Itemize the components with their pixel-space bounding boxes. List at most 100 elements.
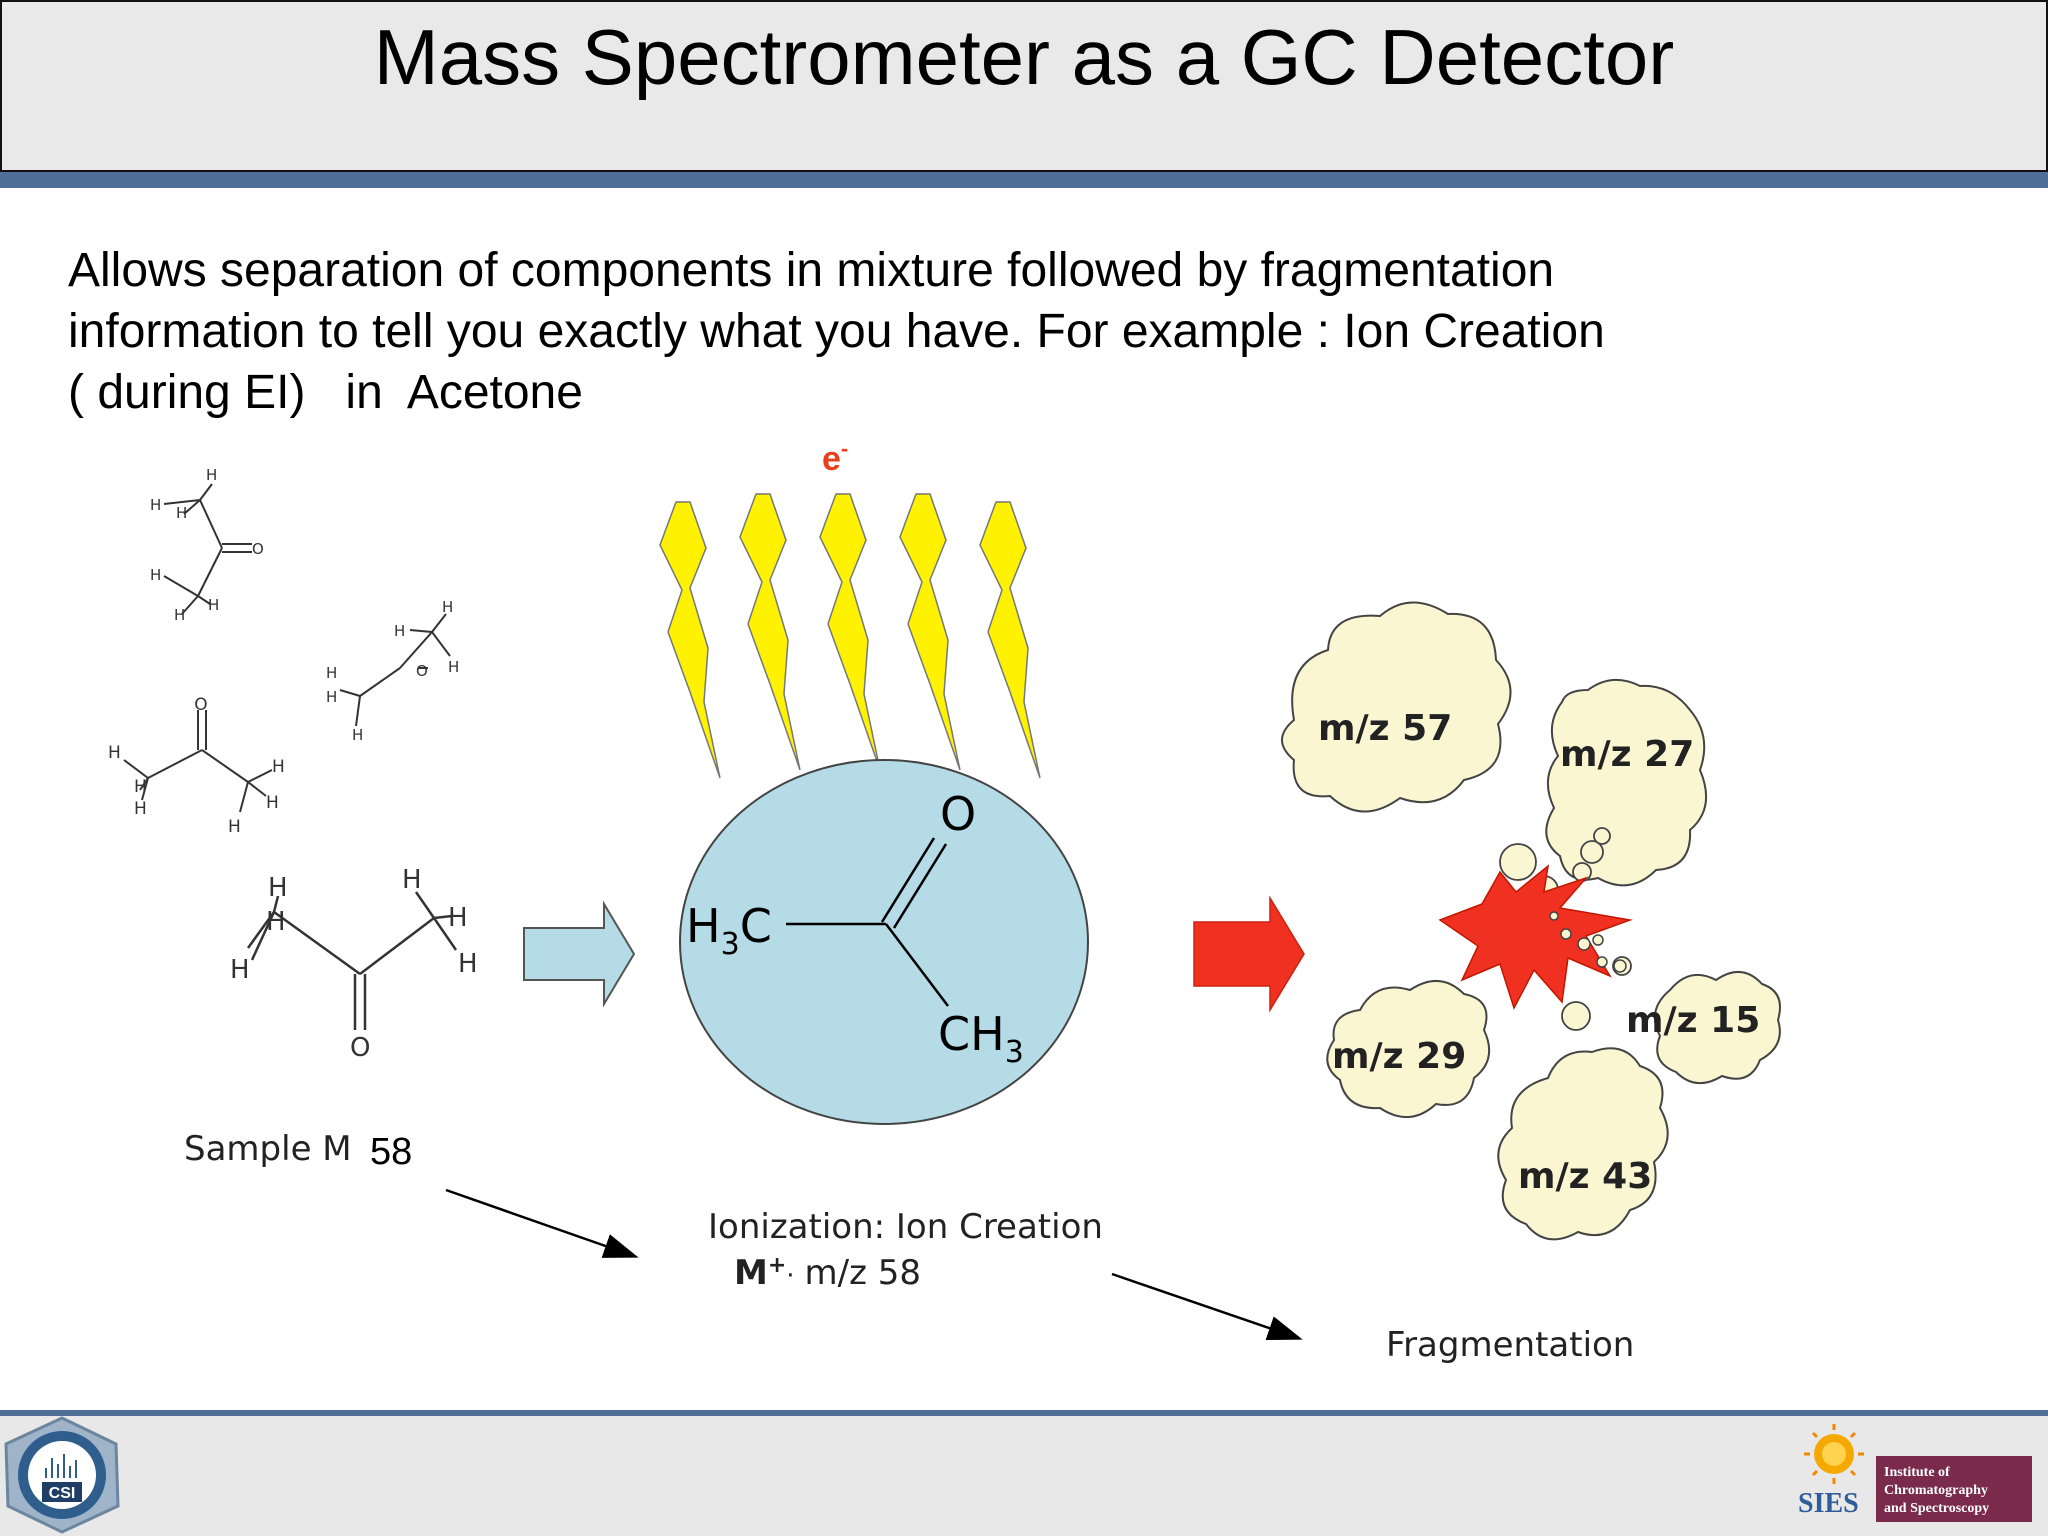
csi-logo-label-bg — [42, 1482, 82, 1502]
fragment-label-27: m/z 27 — [1560, 734, 1694, 775]
methyl-left-h: H — [686, 899, 721, 953]
cloud-shape — [1497, 1047, 1669, 1241]
methyl-right-ch: CH — [938, 1007, 1005, 1061]
atom-h: H — [176, 504, 187, 522]
electron-charge: - — [841, 436, 848, 461]
atom-h: H — [326, 664, 337, 682]
title-bar — [0, 0, 2048, 172]
electron-label: e- — [822, 436, 848, 478]
sample-to-ionization-arrow — [445, 1188, 639, 1258]
slide-title: Mass Spectrometer as a GC Detector — [373, 13, 1675, 101]
cloud-shape — [1281, 601, 1512, 813]
ionization-caption: Ionization: Ion Creation — [708, 1207, 1103, 1247]
accent-divider-bottom — [0, 1410, 2048, 1416]
atom-h: H — [228, 817, 241, 837]
acetone-molecule-3 — [123, 710, 273, 813]
intro-line-1: Allows separation of components in mixtu… — [68, 244, 1555, 297]
csi-logo: CSI — [4, 1416, 120, 1534]
ionization-to-fragmentation-arrow — [1111, 1272, 1303, 1341]
intro-line-3: ( during EI) in Acetone — [68, 366, 583, 419]
atom-h: H — [448, 658, 459, 676]
atom-h: H — [394, 622, 405, 640]
electron-beam — [659, 493, 1041, 779]
acetone-molecule-2 — [339, 613, 451, 727]
sample-mass: 58 — [370, 1131, 412, 1173]
acetone-molecule-1 — [163, 483, 252, 615]
intro-line-2: information to tell you exactly what you… — [68, 305, 1605, 358]
csi-logo-text: CSI — [49, 1485, 76, 1502]
lightning-bolt-icon — [659, 501, 721, 779]
sies-logo: SIES Institute of Chromatography and Spe… — [1798, 1424, 2032, 1522]
atom-o: O — [194, 695, 207, 715]
sun-icon — [1804, 1424, 1864, 1484]
atom-h: H — [458, 949, 478, 979]
footer-bar — [0, 1416, 2048, 1536]
methyl-left-sub: 3 — [721, 927, 740, 962]
explosion-burst — [1438, 864, 1633, 1010]
atom-h: H — [206, 466, 217, 484]
atom-o: O — [252, 540, 264, 558]
fragment-label-57: m/z 57 — [1318, 708, 1452, 749]
ion-symbol: M — [734, 1253, 768, 1293]
acetone-molecule-4-atoms: H H H H H H O — [230, 865, 478, 1063]
electron-symbol: e — [822, 440, 841, 478]
lightning-bolt-icon — [739, 493, 801, 771]
atom-h: H — [268, 873, 288, 903]
fragment-label-15: m/z 15 — [1626, 1000, 1760, 1041]
cloud-shape — [1545, 679, 1707, 887]
burst-particles — [1549, 911, 1627, 973]
lightning-bolt-icon — [819, 493, 881, 771]
carbonyl-oxygen-label: O — [940, 787, 976, 841]
atom-h: H — [108, 743, 121, 763]
atom-h: H — [150, 496, 161, 514]
methyl-left-c: C — [740, 899, 772, 953]
sies-caption-line-1: Institute of — [1884, 1465, 1950, 1480]
fragment-clouds — [1281, 601, 1781, 1241]
atom-h: H — [266, 907, 286, 937]
atom-h: H — [402, 865, 422, 895]
atom-h: H — [272, 757, 285, 777]
ionization-diagram: H H H O H H H H H H O H H H — [108, 436, 1781, 1365]
cloud-shape — [1653, 971, 1781, 1084]
acetone-molecule-4 — [246, 891, 458, 1030]
lightning-bolt-icon — [979, 501, 1041, 779]
acetone-molecule-2-atoms: H H H O H H H — [326, 598, 459, 744]
sies-caption-line-3: and Spectroscopy — [1884, 1501, 1989, 1516]
fragment-label-43: m/z 43 — [1518, 1156, 1652, 1197]
acetone-molecule-1-atoms: H H H O H H H — [150, 466, 264, 624]
molecular-ion-label: M+· m/z 58 — [734, 1253, 921, 1293]
atom-h: H — [352, 726, 363, 744]
sies-logo-plate — [1876, 1456, 2032, 1522]
atom-o: O — [416, 662, 428, 680]
atom-h: H — [174, 606, 185, 624]
fragment-label-29: m/z 29 — [1332, 1036, 1466, 1077]
ion-mz: m/z 58 — [805, 1253, 922, 1293]
ion-charge: + — [768, 1253, 786, 1278]
fragmentation-caption: Fragmentation — [1386, 1325, 1634, 1365]
csi-logo-peaks-icon — [45, 1454, 77, 1478]
lightning-bolt-icon — [899, 493, 961, 771]
methyl-right-label: CH3 — [938, 1007, 1024, 1070]
atom-h: H — [134, 777, 147, 797]
atom-h: H — [442, 598, 453, 616]
intro-paragraph: Allows separation of components in mixtu… — [68, 240, 1968, 423]
ion-radical: · — [786, 1261, 794, 1291]
atom-h: H — [266, 793, 279, 813]
atom-h: H — [134, 799, 147, 819]
red-arrow — [1193, 895, 1305, 1013]
atom-h: H — [208, 596, 219, 614]
atom-o: O — [350, 1033, 370, 1063]
acetone-structure — [786, 837, 949, 1007]
sample-label: Sample M — [184, 1129, 352, 1169]
methyl-left-label: H3C — [686, 899, 772, 962]
methyl-right-sub: 3 — [1005, 1035, 1024, 1070]
cloud-shape — [1326, 979, 1491, 1119]
atom-h: H — [448, 903, 468, 933]
sies-logo-text: SIES — [1798, 1488, 1859, 1519]
sies-caption-line-2: Chromatography — [1884, 1483, 1988, 1498]
atom-h: H — [150, 566, 161, 584]
blue-arrow — [523, 900, 636, 1008]
atom-h: H — [230, 955, 250, 985]
ionization-sphere — [679, 759, 1089, 1125]
acetone-molecule-3-atoms: O H H H H H H — [108, 695, 285, 837]
